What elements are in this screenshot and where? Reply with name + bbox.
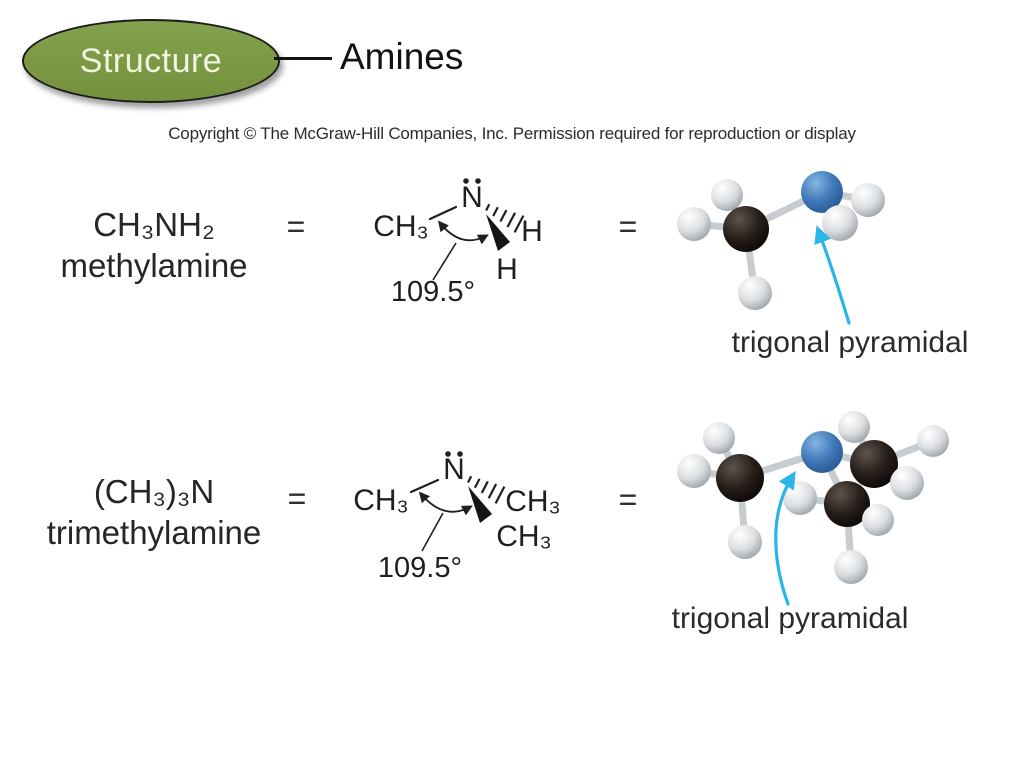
angle-pointer-line (421, 512, 444, 552)
hydrogen-atom (738, 276, 772, 310)
hydrogen-atom (677, 454, 711, 488)
compound-formula: (CH₃)₃N (93, 473, 215, 510)
hydrogen-atom (703, 422, 735, 454)
hydrogen-atom (728, 525, 762, 559)
single-bond (409, 478, 440, 494)
hydrogen-atom (890, 466, 924, 500)
compound-label-trimethylamine: (CH₃)₃N trimethylamine (24, 471, 284, 553)
methyl-group-label: CH₃ (373, 210, 429, 243)
structural-formula-trimethylamine: CH₃ N CH₃ CH₃ 109.5° (353, 451, 561, 584)
hydrogen-atom (711, 179, 743, 211)
hashed-wedge-bond (485, 203, 525, 233)
bond-angle-arc (437, 220, 489, 245)
methyl-group-label: CH₃ (353, 484, 409, 517)
carbon-atom (850, 440, 898, 488)
compound-name: methylamine (60, 247, 248, 284)
compound-label-methylamine: CH₃NH₂ methylamine (24, 204, 284, 286)
lone-pair-dot (445, 451, 451, 457)
hydrogen-label: H (521, 215, 543, 248)
lone-pair-dot (475, 178, 481, 184)
hydrogen-label: H (496, 253, 518, 286)
structure-badge-oval: Structure (22, 19, 280, 103)
ball-stick-model-trimethylamine: trigonal pyramidal (672, 411, 949, 635)
equals-sign: = (618, 481, 638, 518)
bond-angle-arc (418, 491, 473, 516)
nitrogen-atom (801, 171, 843, 213)
hydrogen-atom (677, 207, 711, 241)
hydrogen-atom (838, 411, 870, 443)
bond-angle-label: 109.5° (391, 276, 475, 308)
compound-formula: CH₃NH₂ (93, 206, 215, 243)
hydrogen-atom (822, 205, 858, 241)
annotation-arrow (814, 225, 851, 325)
equals-sign: = (286, 208, 306, 245)
hydrogen-atom (834, 550, 868, 584)
lone-pair-dot (457, 451, 463, 457)
hashed-wedge-bond (467, 475, 506, 504)
lone-pair-dot (463, 178, 469, 184)
carbon-atom (716, 454, 764, 502)
annotation-arrow (774, 471, 796, 606)
copyright-notice: Copyright © The McGraw-Hill Companies, I… (168, 124, 856, 143)
equals-sign: = (287, 480, 307, 517)
hydrogen-atom (851, 183, 885, 217)
angle-pointer-line (432, 242, 457, 281)
solid-wedge-bond (468, 486, 492, 523)
structural-formula-methylamine: CH₃ N H H 109.5° (373, 178, 543, 308)
hydrogen-atom (917, 425, 949, 457)
solid-wedge-bond (486, 214, 510, 251)
geometry-label: trigonal pyramidal (732, 326, 969, 359)
nitrogen-atom (801, 431, 843, 473)
nitrogen-label: N (443, 453, 465, 486)
bond-angle-label: 109.5° (378, 552, 462, 584)
methyl-group-label: CH₃ (496, 520, 552, 553)
ball-stick-model-methylamine: trigonal pyramidal (677, 171, 969, 359)
equals-sign: = (618, 208, 638, 245)
carbon-atom (723, 206, 769, 252)
nitrogen-label: N (461, 181, 483, 214)
hydrogen-atom (862, 504, 894, 536)
badge-connector-line (274, 57, 332, 60)
geometry-label: trigonal pyramidal (672, 602, 909, 635)
carbon-atom (824, 481, 870, 527)
single-bond (428, 205, 458, 221)
methyl-group-label: CH₃ (505, 485, 561, 518)
structure-badge-label: Structure (79, 41, 223, 80)
compound-name: trimethylamine (46, 514, 262, 551)
topic-title: Amines (340, 36, 464, 77)
